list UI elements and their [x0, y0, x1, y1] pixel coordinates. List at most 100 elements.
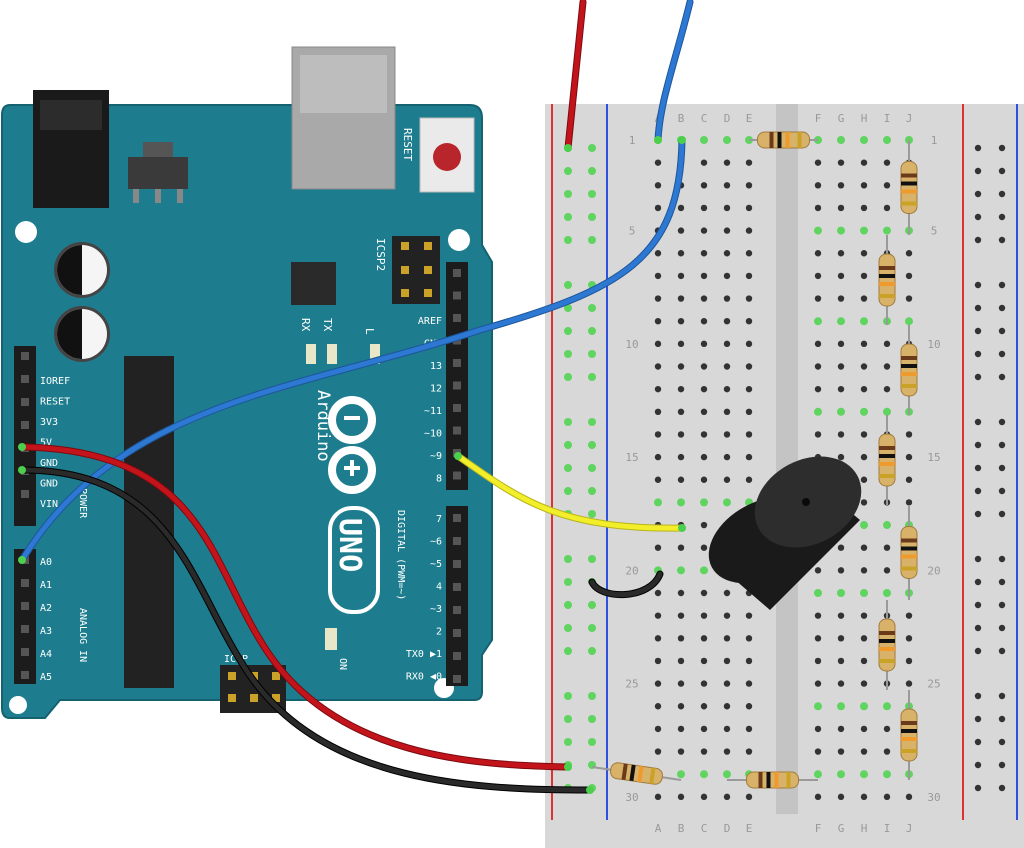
breadboard-hole[interactable] — [723, 408, 731, 415]
rail-hole[interactable] — [974, 464, 982, 472]
breadboard-hole[interactable] — [745, 182, 753, 189]
breadboard-hole[interactable] — [837, 385, 845, 393]
breadboard-hole[interactable] — [723, 498, 731, 507]
rail-hole[interactable] — [564, 555, 572, 563]
rail-hole[interactable] — [564, 327, 572, 335]
breadboard-hole[interactable] — [905, 635, 913, 642]
rail-hole[interactable] — [588, 441, 596, 449]
breadboard-hole[interactable] — [814, 635, 822, 642]
rail-hole[interactable] — [998, 281, 1006, 289]
breadboard-hole[interactable] — [700, 182, 708, 189]
breadboard-hole[interactable] — [814, 317, 822, 326]
breadboard-hole[interactable] — [745, 793, 753, 801]
rail-hole[interactable] — [588, 464, 596, 472]
breadboard-hole[interactable] — [700, 295, 708, 302]
rail-hole[interactable] — [564, 281, 572, 289]
breadboard-hole[interactable] — [860, 657, 868, 665]
breadboard-hole[interactable] — [745, 635, 753, 642]
breadboard-hole[interactable] — [883, 407, 891, 416]
breadboard-hole[interactable] — [814, 250, 822, 257]
breadboard-hole[interactable] — [837, 589, 845, 597]
rail-hole[interactable] — [974, 761, 982, 769]
breadboard-hole[interactable] — [837, 159, 845, 166]
breadboard-hole[interactable] — [654, 431, 662, 438]
header-pin[interactable] — [453, 381, 461, 390]
header-pin[interactable] — [21, 579, 29, 587]
breadboard-hole[interactable] — [677, 272, 685, 280]
breadboard-hole[interactable] — [700, 318, 708, 325]
breadboard-hole[interactable] — [677, 566, 685, 575]
breadboard-hole[interactable] — [860, 226, 868, 235]
breadboard-hole[interactable] — [883, 793, 891, 801]
rail-hole[interactable] — [974, 167, 982, 175]
rail-hole[interactable] — [998, 692, 1006, 700]
breadboard-hole[interactable] — [837, 272, 845, 280]
rail-hole[interactable] — [974, 144, 982, 152]
header-pin[interactable] — [453, 629, 461, 637]
header-pin[interactable] — [21, 421, 29, 429]
breadboard-hole[interactable] — [860, 589, 868, 597]
breadboard-hole[interactable] — [860, 567, 868, 574]
rail-hole[interactable] — [564, 441, 572, 449]
rail-hole[interactable] — [564, 167, 572, 175]
breadboard-hole[interactable] — [905, 499, 913, 506]
breadboard-hole[interactable] — [745, 612, 753, 619]
rail-hole[interactable] — [588, 624, 596, 632]
breadboard-hole[interactable] — [883, 748, 891, 755]
header-pin[interactable] — [453, 269, 461, 277]
rail-hole[interactable] — [564, 418, 572, 426]
breadboard-hole[interactable] — [700, 431, 708, 438]
breadboard-hole[interactable] — [700, 521, 708, 529]
breadboard-hole[interactable] — [700, 544, 708, 551]
breadboard-hole[interactable] — [723, 385, 731, 393]
breadboard-hole[interactable] — [837, 431, 845, 438]
breadboard-hole[interactable] — [860, 680, 868, 687]
rail-hole[interactable] — [998, 715, 1006, 723]
header-pin[interactable] — [21, 490, 29, 498]
breadboard-hole[interactable] — [837, 793, 845, 801]
breadboard-hole[interactable] — [837, 363, 845, 370]
header-pin[interactable] — [453, 426, 461, 435]
breadboard-hole[interactable] — [745, 431, 753, 438]
breadboard-hole[interactable] — [860, 521, 868, 530]
rail-hole[interactable] — [998, 578, 1006, 586]
breadboard-hole[interactable] — [700, 589, 708, 597]
breadboard-hole[interactable] — [677, 703, 685, 710]
breadboard-hole[interactable] — [860, 702, 868, 711]
breadboard-hole[interactable] — [860, 725, 868, 733]
breadboard-hole[interactable] — [814, 748, 822, 755]
breadboard-hole[interactable] — [837, 182, 845, 189]
breadboard-hole[interactable] — [700, 476, 708, 483]
breadboard-hole[interactable] — [654, 363, 662, 370]
breadboard-hole[interactable] — [654, 476, 662, 483]
breadboard-hole[interactable] — [723, 476, 731, 483]
breadboard-hole[interactable] — [745, 703, 753, 710]
rail-hole[interactable] — [998, 350, 1006, 358]
rail-hole[interactable] — [564, 738, 572, 746]
breadboard-hole[interactable] — [700, 612, 708, 619]
breadboard-hole[interactable] — [723, 295, 731, 302]
rail-hole[interactable] — [974, 418, 982, 426]
breadboard-hole[interactable] — [654, 159, 662, 166]
breadboard-hole[interactable] — [700, 250, 708, 257]
breadboard-hole[interactable] — [677, 770, 685, 779]
header-pin[interactable] — [21, 625, 29, 633]
reset-button-cap[interactable] — [433, 143, 461, 171]
breadboard-hole[interactable] — [905, 476, 913, 483]
rail-hole[interactable] — [998, 304, 1006, 312]
breadboard-hole[interactable] — [745, 453, 753, 461]
breadboard-hole[interactable] — [837, 635, 845, 642]
rail-hole[interactable] — [998, 144, 1006, 152]
breadboard-hole[interactable] — [654, 318, 662, 325]
breadboard-hole[interactable] — [883, 226, 891, 235]
breadboard-hole[interactable] — [677, 635, 685, 642]
breadboard-hole[interactable] — [814, 159, 822, 166]
breadboard-hole[interactable] — [860, 544, 868, 551]
breadboard-hole[interactable] — [654, 453, 662, 461]
rail-hole[interactable] — [564, 304, 572, 312]
breadboard-hole[interactable] — [654, 272, 662, 280]
breadboard-hole[interactable] — [654, 703, 662, 710]
breadboard-hole[interactable] — [654, 385, 662, 393]
breadboard-hole[interactable] — [654, 498, 662, 507]
breadboard-hole[interactable] — [860, 770, 868, 779]
